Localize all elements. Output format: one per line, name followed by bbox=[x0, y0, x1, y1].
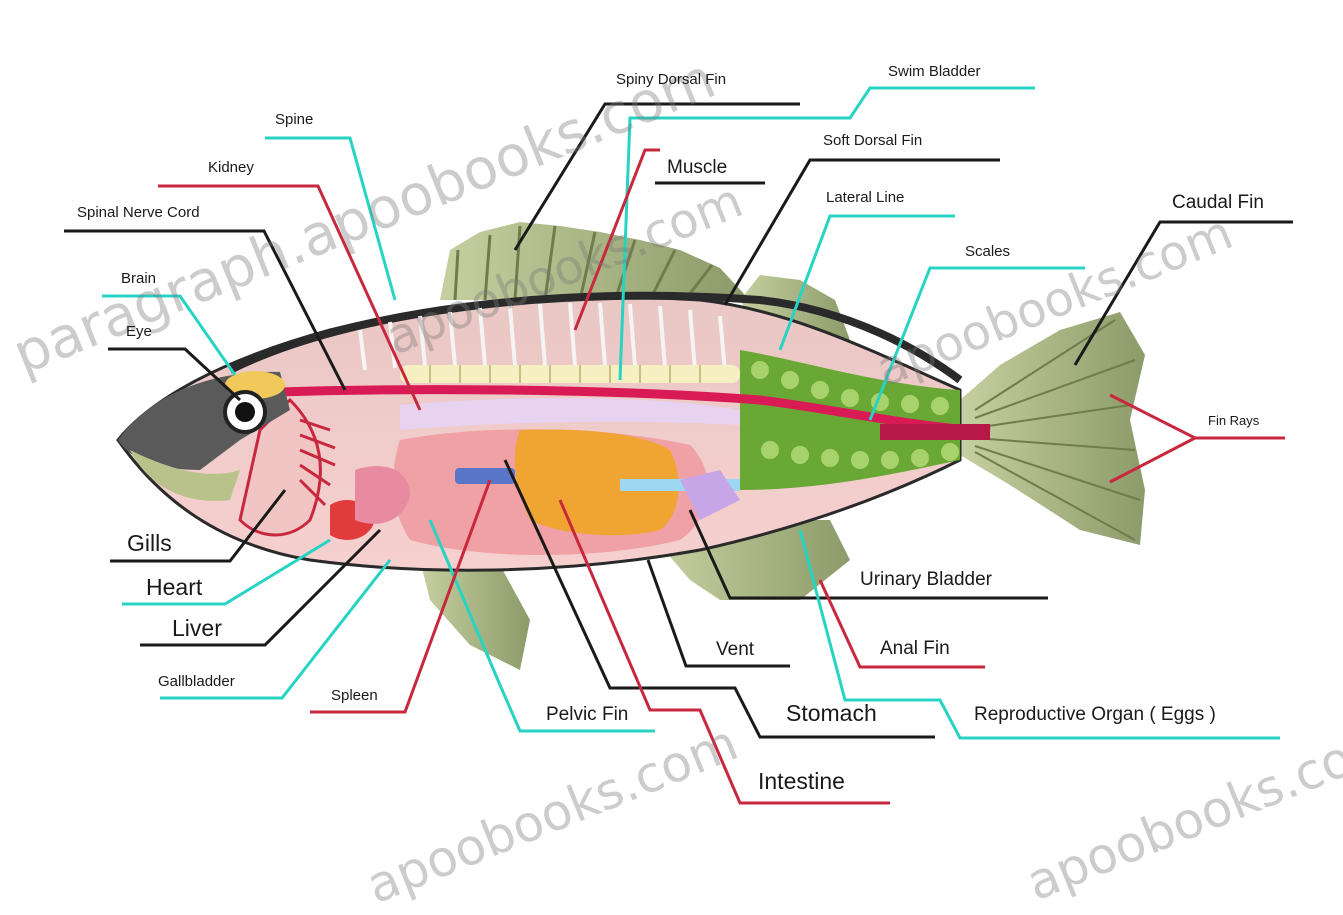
label-liver: Liver bbox=[172, 617, 222, 640]
label-swim-bladder: Swim Bladder bbox=[888, 64, 981, 79]
pelvic-fin-shape bbox=[420, 560, 530, 670]
label-eye: Eye bbox=[126, 324, 152, 339]
label-spinal-nerve-cord: Spinal Nerve Cord bbox=[77, 205, 200, 220]
label-brain: Brain bbox=[121, 271, 156, 286]
label-caudal-fin: Caudal Fin bbox=[1172, 193, 1264, 212]
label-urinary-bladder: Urinary Bladder bbox=[860, 570, 992, 589]
label-kidney: Kidney bbox=[208, 160, 254, 175]
label-lateral-line: Lateral Line bbox=[826, 190, 904, 205]
label-intestine: Intestine bbox=[758, 770, 845, 793]
label-spiny-dorsal-fin: Spiny Dorsal Fin bbox=[616, 72, 726, 87]
label-pelvic-fin: Pelvic Fin bbox=[546, 705, 628, 724]
label-reproductive-organ: Reproductive Organ ( Eggs ) bbox=[974, 705, 1216, 724]
label-heart: Heart bbox=[146, 576, 202, 599]
fish-anatomy-diagram: paragraph.apoobooks.com apoobooks.com ap… bbox=[0, 0, 1343, 866]
vertebrae-shape bbox=[400, 365, 740, 383]
label-muscle: Muscle bbox=[667, 158, 727, 177]
label-gallbladder: Gallbladder bbox=[158, 674, 235, 689]
label-fin-rays: Fin Rays bbox=[1208, 414, 1259, 427]
label-stomach: Stomach bbox=[786, 702, 877, 725]
label-vent: Vent bbox=[716, 640, 754, 659]
label-soft-dorsal-fin: Soft Dorsal Fin bbox=[823, 133, 922, 148]
label-spine: Spine bbox=[275, 112, 313, 127]
label-anal-fin: Anal Fin bbox=[880, 639, 950, 658]
label-scales: Scales bbox=[965, 244, 1010, 259]
spleen-shape bbox=[455, 468, 515, 484]
label-gills: Gills bbox=[127, 532, 172, 555]
label-spleen: Spleen bbox=[331, 688, 378, 703]
